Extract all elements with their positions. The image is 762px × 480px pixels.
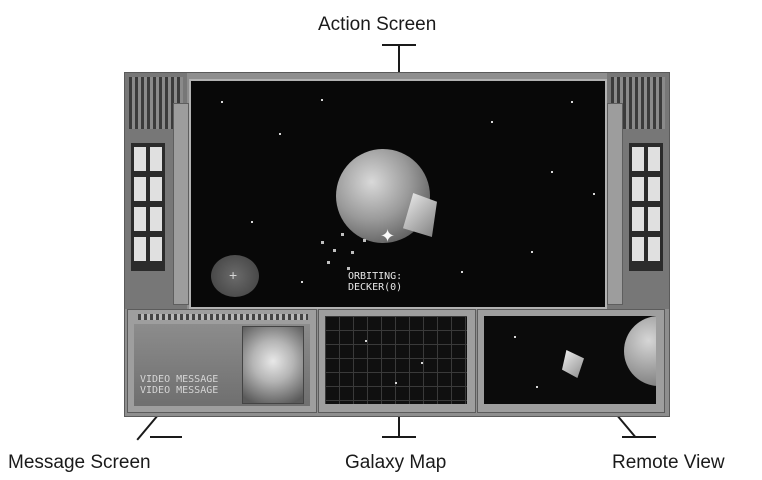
left-side-panel: [125, 73, 189, 309]
slot: [150, 147, 162, 171]
remote-view[interactable]: [477, 309, 665, 413]
video-message-line2: VIDEO MESSAGE: [140, 385, 219, 396]
slot: [632, 237, 644, 261]
star: [279, 133, 281, 135]
left-bracket: [173, 103, 189, 305]
slot: [150, 237, 162, 261]
slot: [134, 207, 146, 231]
right-slot-rack: [629, 143, 663, 271]
slot: [150, 177, 162, 201]
galaxy-map[interactable]: [318, 309, 476, 413]
slot: [150, 207, 162, 231]
video-message-text: VIDEO MESSAGE VIDEO MESSAGE: [140, 374, 218, 396]
slot: [648, 207, 660, 231]
star: [593, 193, 595, 195]
debris: [351, 251, 354, 254]
message-screen[interactable]: VIDEO MESSAGE VIDEO MESSAGE: [127, 309, 317, 413]
debris: [321, 241, 324, 244]
radar-crosshair-icon: +: [229, 267, 238, 283]
pilot-portrait: [242, 326, 304, 404]
left-slot-rack: [131, 143, 165, 271]
debris: [327, 261, 330, 264]
radar-scope-icon[interactable]: +: [211, 255, 259, 297]
slot: [648, 177, 660, 201]
star: [514, 336, 516, 338]
game-console: ✦ + ORBITING: DECKER(0) VIDEO MESSAGE VI…: [124, 72, 670, 417]
debris: [341, 233, 344, 236]
callout-galaxy-map: Galaxy Map: [345, 452, 447, 473]
slot: [648, 147, 660, 171]
right-side-panel: [607, 73, 669, 309]
galaxy-grid[interactable]: [325, 316, 467, 404]
slot: [632, 177, 644, 201]
star: [571, 101, 573, 103]
map-star: [365, 340, 367, 342]
right-bracket: [607, 103, 623, 305]
slot: [134, 177, 146, 201]
star: [536, 386, 538, 388]
targeting-crosshair-icon[interactable]: ✦: [380, 226, 396, 246]
callout-line-remote: [622, 436, 656, 438]
star: [461, 271, 463, 273]
star: [551, 171, 553, 173]
callout-line-message: [150, 436, 182, 438]
callout-line-galaxy-stem: [398, 404, 400, 438]
remote-display: [484, 316, 656, 404]
orbit-status: ORBITING: DECKER(0): [348, 271, 402, 293]
map-star: [421, 362, 423, 364]
debris: [363, 239, 366, 242]
remote-planet-icon: [624, 316, 656, 386]
debris: [333, 249, 336, 252]
action-screen[interactable]: ✦ + ORBITING: DECKER(0): [189, 79, 607, 309]
map-star: [395, 382, 397, 384]
callout-message-screen: Message Screen: [8, 452, 151, 473]
callout-line-action-stem: [398, 44, 400, 78]
message-display: VIDEO MESSAGE VIDEO MESSAGE: [134, 324, 310, 406]
message-topbar: [138, 314, 308, 320]
star: [321, 99, 323, 101]
star: [531, 251, 533, 253]
slot: [632, 147, 644, 171]
video-message-line1: VIDEO MESSAGE: [140, 374, 219, 385]
star: [301, 281, 303, 283]
orbit-status-line2: DECKER(0): [348, 282, 403, 293]
slot: [134, 147, 146, 171]
callout-remote-view: Remote View: [612, 452, 725, 473]
star: [251, 221, 253, 223]
remote-ship-icon: [562, 350, 584, 378]
star: [491, 121, 493, 123]
orbit-status-line1: ORBITING:: [348, 271, 403, 282]
slot: [648, 237, 660, 261]
debris: [347, 267, 350, 270]
slot: [134, 237, 146, 261]
callout-action-screen: Action Screen: [318, 14, 437, 35]
star: [221, 101, 223, 103]
slot: [632, 207, 644, 231]
